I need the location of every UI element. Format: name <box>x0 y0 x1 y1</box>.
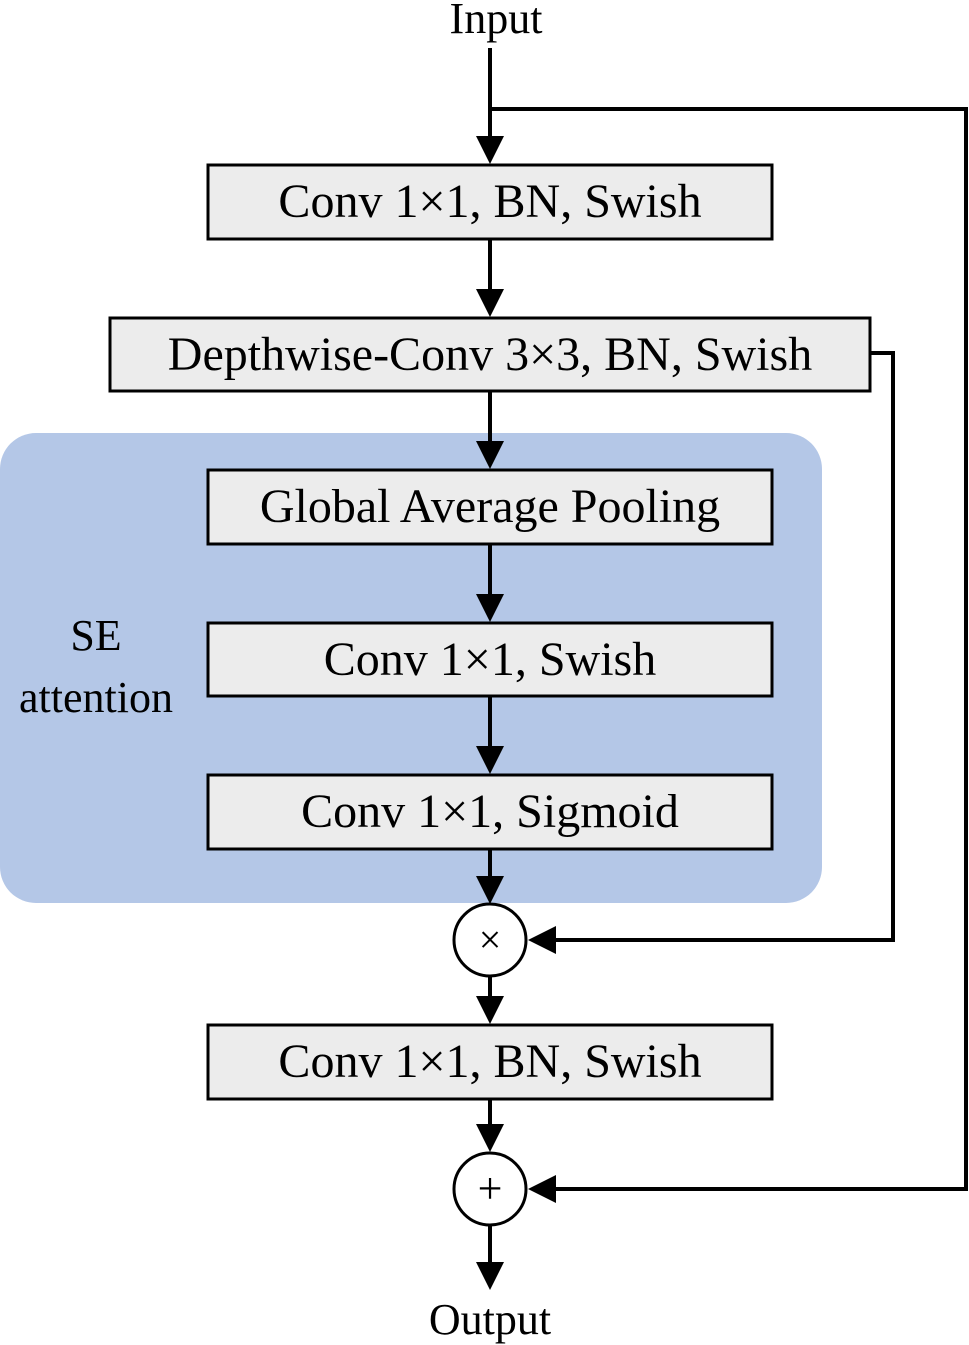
arrowhead <box>528 926 556 954</box>
block-conv-project-box <box>206 1023 774 1101</box>
main-flow-connectors <box>476 48 504 1290</box>
multiply-icon: × <box>479 917 502 962</box>
block-global-average-pooling-box <box>206 468 774 546</box>
arrowhead <box>476 441 504 469</box>
se-attention-label-line1: SE <box>70 611 121 660</box>
block-global-average-pooling-label: Global Average Pooling <box>260 480 720 533</box>
plus-icon: + <box>478 1164 503 1213</box>
block-se-conv-swish-box <box>206 621 774 698</box>
block-depthwise-conv: Depthwise-Conv 3×3, BN, Swish <box>108 316 872 393</box>
block-depthwise-conv-box <box>108 316 872 393</box>
add-operator-circle <box>452 1151 528 1227</box>
output-label: Output <box>429 1295 551 1344</box>
block-depthwise-conv-label: Depthwise-Conv 3×3, BN, Swish <box>168 328 812 381</box>
add-operator: + <box>452 1151 528 1227</box>
multiply-operator: × <box>452 902 528 978</box>
arrowhead <box>528 1175 556 1203</box>
block-se-conv-sigmoid-box <box>206 773 774 851</box>
arrowhead <box>476 136 504 164</box>
residual-skip-connection <box>490 107 968 1203</box>
block-se-conv-sigmoid-label: Conv 1×1, Sigmoid <box>301 785 679 838</box>
arrowhead <box>476 996 504 1024</box>
block-se-conv-swish: Conv 1×1, Swish <box>206 621 774 698</box>
arrowhead <box>476 746 504 774</box>
arrowhead <box>476 876 504 904</box>
arrowhead <box>476 289 504 317</box>
block-conv-project-label: Conv 1×1, BN, Swish <box>278 1035 701 1088</box>
multiply-operator-circle <box>452 902 528 978</box>
block-se-conv-swish-label: Conv 1×1, Swish <box>324 633 656 686</box>
arrowhead <box>476 1262 504 1290</box>
block-conv-expand: Conv 1×1, BN, Swish <box>206 163 774 241</box>
se-scale-bypass-path <box>554 351 895 942</box>
se-scale-bypass-connection <box>528 351 895 954</box>
block-conv-project: Conv 1×1, BN, Swish <box>206 1023 774 1101</box>
se-attention-label-line2: attention <box>19 673 173 722</box>
block-conv-expand-label: Conv 1×1, BN, Swish <box>278 175 701 228</box>
residual-skip-path <box>490 107 968 1191</box>
block-conv-expand-box <box>206 163 774 241</box>
block-global-average-pooling: Global Average Pooling <box>206 468 774 546</box>
arrowhead <box>476 1124 504 1152</box>
input-label: Input <box>450 0 543 43</box>
arrowhead <box>476 594 504 622</box>
block-se-conv-sigmoid: Conv 1×1, Sigmoid <box>206 773 774 851</box>
